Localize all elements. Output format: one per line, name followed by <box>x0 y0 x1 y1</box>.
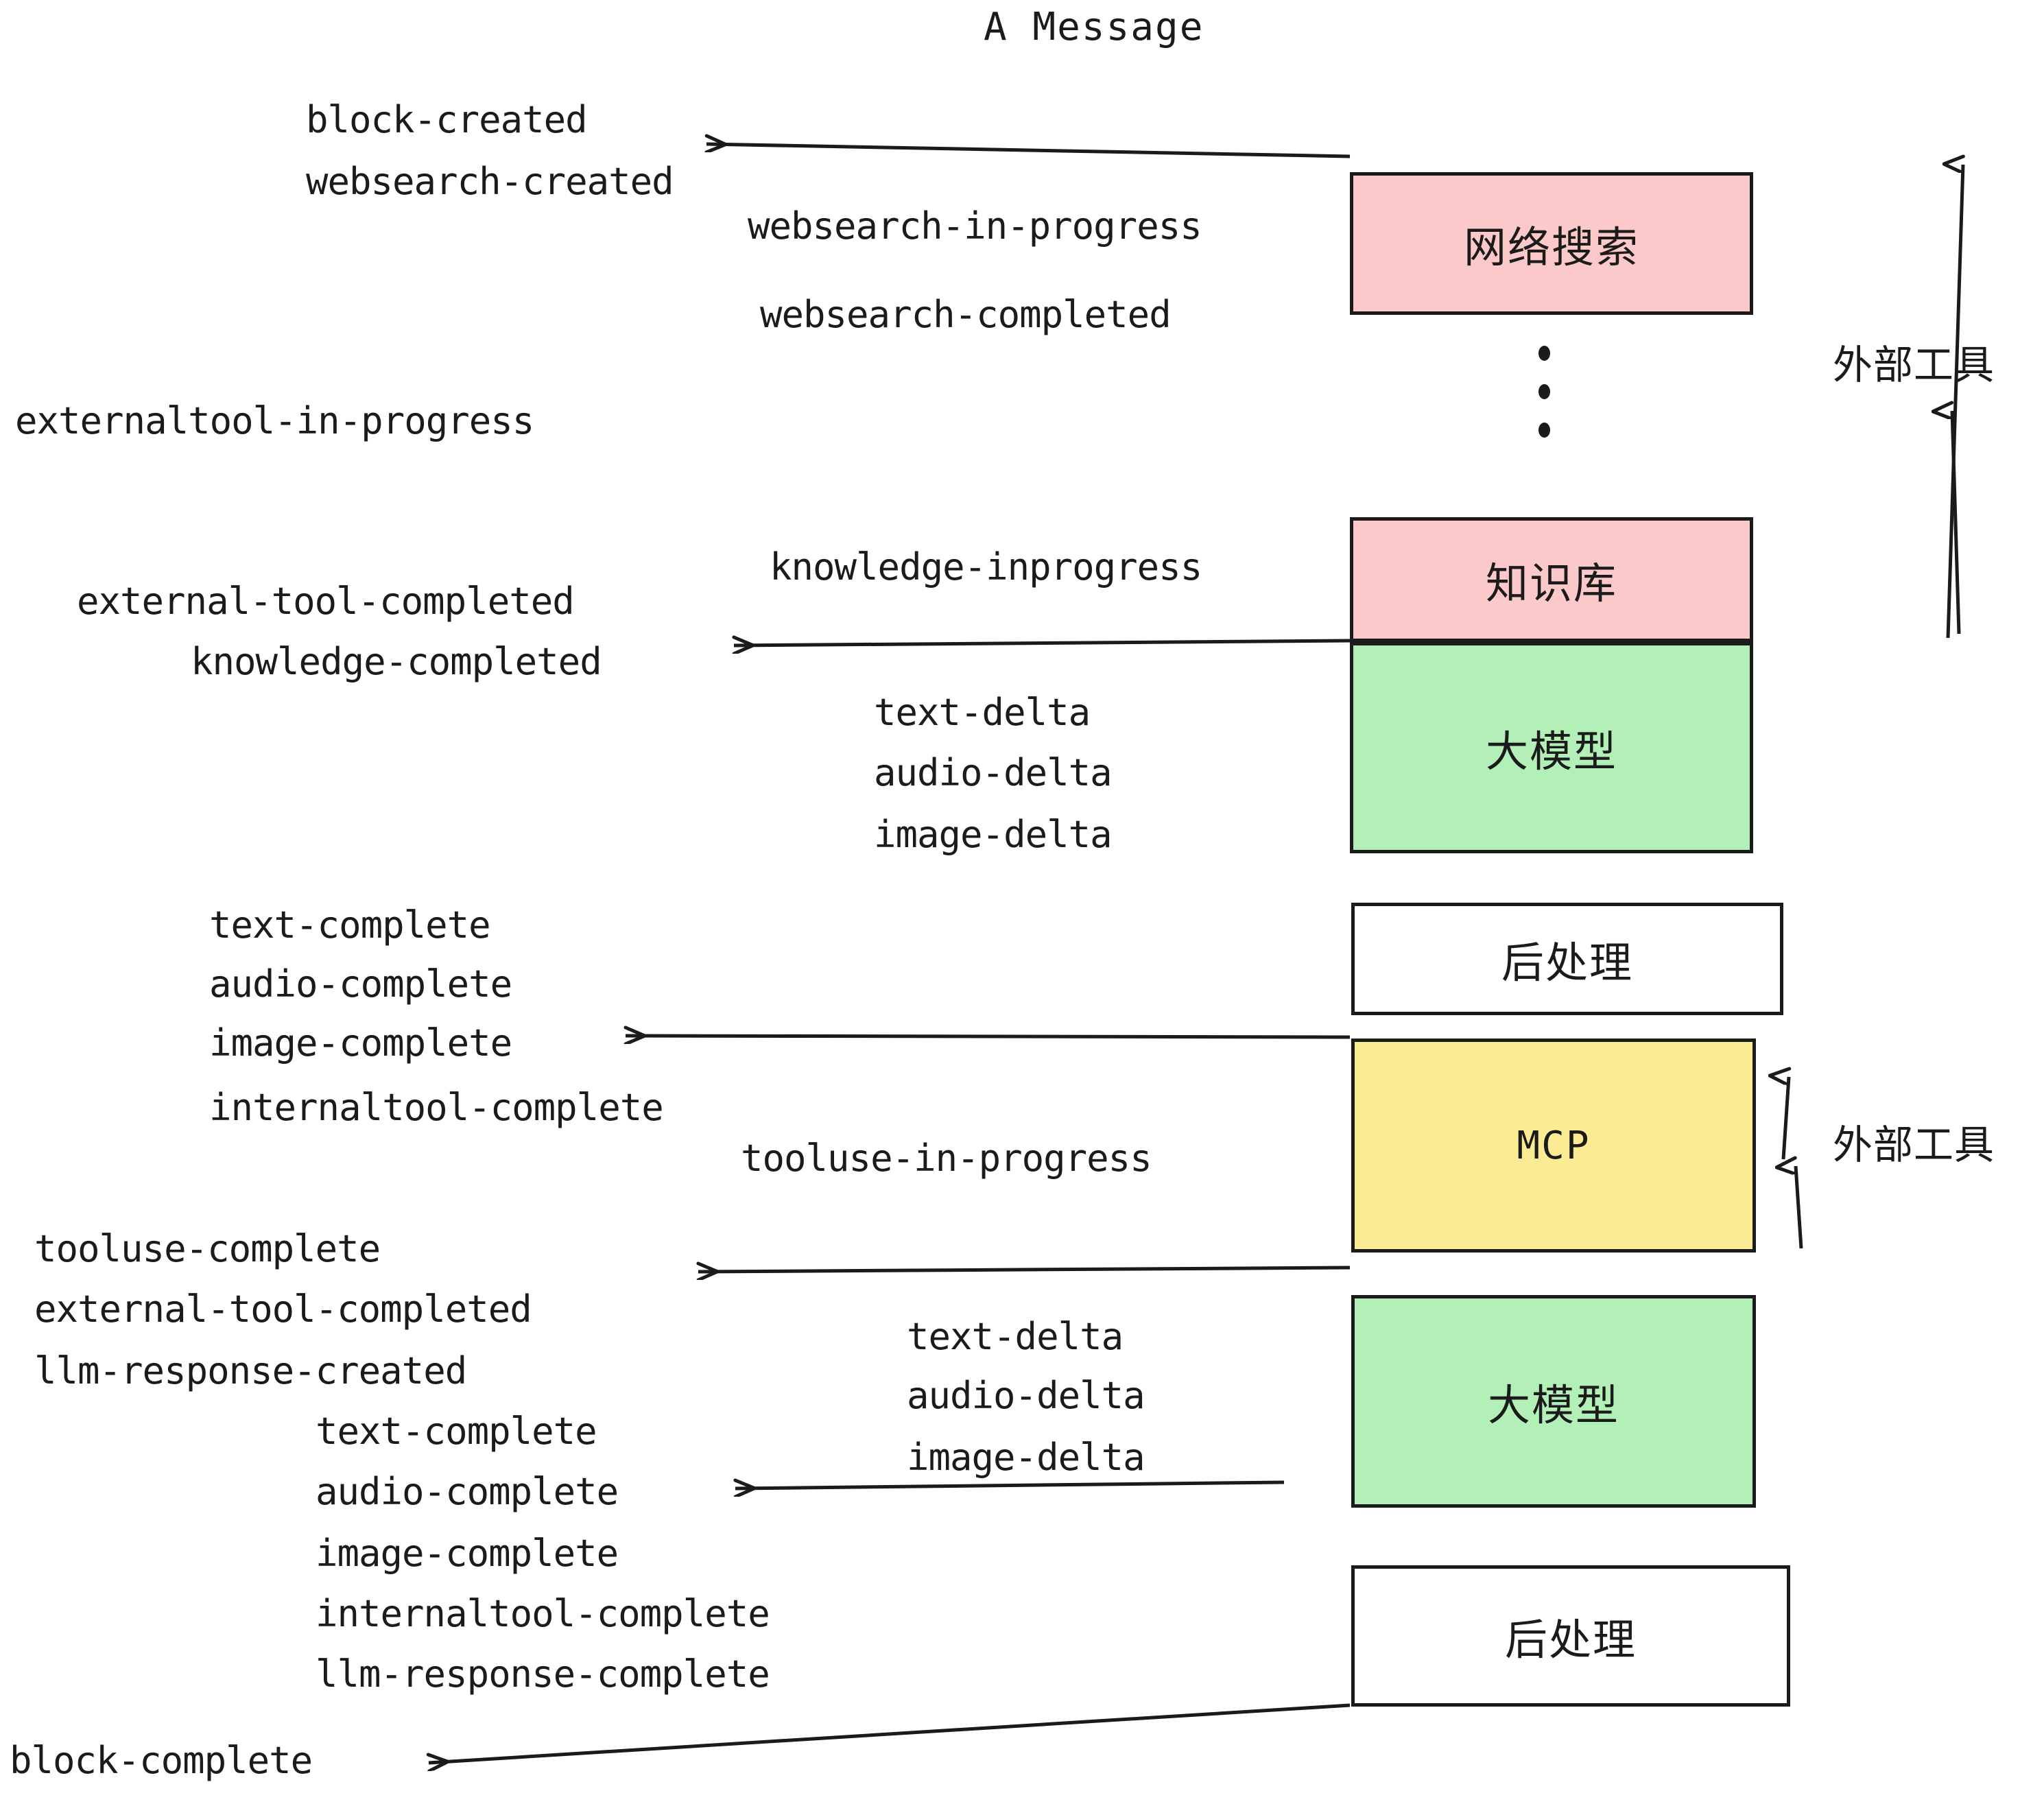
event-block-complete: block-complete <box>10 1739 313 1782</box>
event-text-delta-2: text-delta <box>907 1315 1124 1358</box>
box-mcp[interactable]: MCP <box>1351 1039 1756 1253</box>
event-audio-complete-1: audio-complete <box>209 962 512 1006</box>
box-postprocess-2[interactable]: 后处理 <box>1351 1565 1790 1707</box>
event-external-tool-completed-2: external-tool-completed <box>34 1287 532 1331</box>
external-tools-arrow-bottom-down <box>1796 1166 1803 1249</box>
event-text-delta-1: text-delta <box>874 691 1091 734</box>
external-tools-arrow-top-up <box>1948 165 1963 639</box>
external-tools-arrow-top-down <box>1952 411 1961 634</box>
ellipsis-dot <box>1538 384 1550 399</box>
box-websearch-label: 网络搜索 <box>1463 222 1639 272</box>
event-audio-delta-1: audio-delta <box>874 751 1113 794</box>
side-label-external-tools-top: 外部工具 <box>1833 342 1995 388</box>
arrow-llm2-to-audiocomplete <box>735 1482 1285 1488</box>
event-text-complete-1: text-complete <box>209 903 491 947</box>
box-llm-2-label: 大模型 <box>1487 1380 1619 1430</box>
side-label-external-tools-bottom: 外部工具 <box>1833 1121 1995 1168</box>
event-image-complete-1: image-complete <box>209 1021 512 1065</box>
event-websearch-completed: websearch-completed <box>760 293 1172 336</box>
event-image-delta-2: image-delta <box>907 1436 1145 1479</box>
event-llm-response-created: llm-response-created <box>34 1349 467 1392</box>
box-websearch[interactable]: 网络搜索 <box>1350 172 1753 315</box>
external-tools-arrow-bottom-up <box>1783 1077 1789 1160</box>
page-title: A Message <box>984 5 1204 49</box>
event-audio-delta-2: audio-delta <box>907 1374 1145 1417</box>
event-internaltool-complete-2: internaltool-complete <box>316 1592 770 1635</box>
box-llm-1-label: 大模型 <box>1485 726 1617 776</box>
arrow-websearch-to-blockcreated <box>706 144 1351 158</box>
box-llm-2[interactable]: 大模型 <box>1351 1295 1756 1508</box>
box-mcp-label: MCP <box>1517 1123 1591 1168</box>
event-knowledge-completed: knowledge-completed <box>191 640 602 683</box>
box-postprocess-2-label: 后处理 <box>1504 1615 1637 1665</box>
event-block-created: block-created <box>306 98 588 141</box>
box-knowledge[interactable]: 知识库 <box>1350 517 1753 642</box>
ellipsis-dot <box>1538 423 1550 438</box>
arrow-postprocess2-to-blockcomplete <box>429 1703 1351 1763</box>
ellipsis-dot <box>1538 346 1550 361</box>
arrow-postprocess1-to-imagecomplete <box>626 1036 1351 1037</box>
event-internaltool-complete-1: internaltool-complete <box>209 1086 664 1129</box>
arrow-mcp-to-tooluse-complete <box>698 1268 1351 1272</box>
event-tooluse-complete: tooluse-complete <box>34 1227 381 1270</box>
event-websearch-created: websearch-created <box>306 160 674 203</box>
event-llm-response-complete: llm-response-complete <box>316 1652 770 1696</box>
arrow-knowledge-to-completed <box>734 641 1351 645</box>
box-postprocess-1-label: 后处理 <box>1501 938 1633 988</box>
event-image-complete-2: image-complete <box>316 1532 619 1575</box>
event-image-delta-1: image-delta <box>874 813 1113 856</box>
event-tooluse-in-progress: tooluse-in-progress <box>741 1137 1152 1180</box>
event-audio-complete-2: audio-complete <box>316 1470 619 1513</box>
box-postprocess-1[interactable]: 后处理 <box>1351 903 1783 1015</box>
event-websearch-in-progress: websearch-in-progress <box>748 204 1202 248</box>
vertical-ellipsis <box>1538 346 1550 438</box>
box-knowledge-label: 知识库 <box>1485 558 1617 608</box>
event-externaltool-in-progress: externaltool-in-progress <box>15 399 534 442</box>
event-knowledge-inprogress: knowledge-inprogress <box>770 545 1202 589</box>
event-text-complete-2: text-complete <box>316 1410 597 1453</box>
box-llm-1[interactable]: 大模型 <box>1350 642 1753 853</box>
event-external-tool-completed-1: external-tool-completed <box>77 580 575 623</box>
